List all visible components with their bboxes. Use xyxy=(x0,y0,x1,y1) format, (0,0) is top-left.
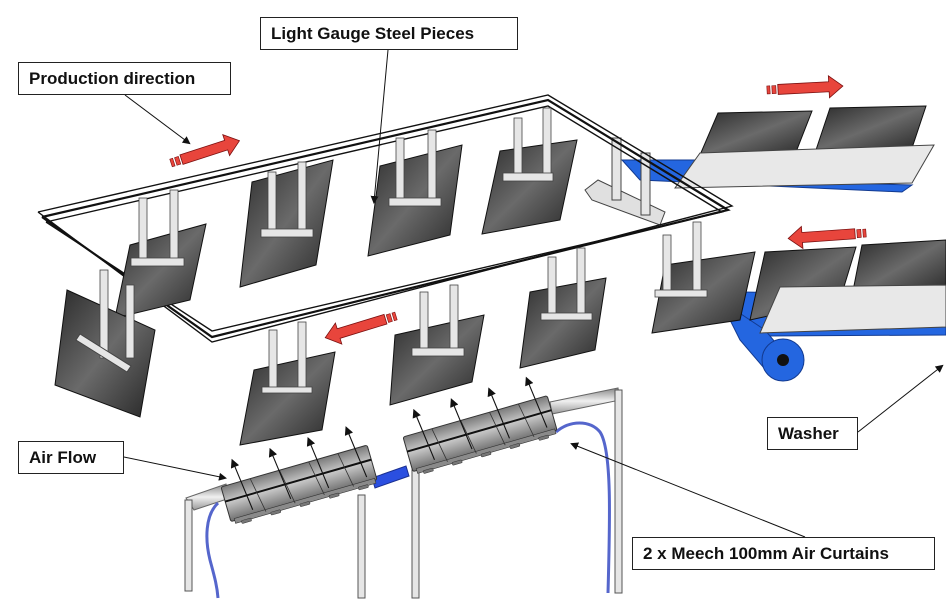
direction-arrow xyxy=(324,311,398,345)
hanger-rod xyxy=(662,234,672,296)
hanger-rod xyxy=(419,291,429,355)
hanger-rod xyxy=(99,269,109,359)
washer xyxy=(584,105,946,382)
direction-arrow xyxy=(787,225,867,250)
air-curtain-unit xyxy=(220,426,378,524)
leader-production xyxy=(124,94,191,145)
hanger-rod xyxy=(513,117,523,180)
hanger-bar xyxy=(654,289,708,298)
hanger-bar xyxy=(388,197,442,207)
washer-panel xyxy=(851,239,946,297)
upper-conveyor xyxy=(620,105,935,193)
airflow-arrow xyxy=(525,376,548,428)
steel-piece xyxy=(519,247,607,369)
airflow-arrow xyxy=(344,426,368,478)
hanger-rod xyxy=(692,221,702,296)
hanger-rod xyxy=(169,189,179,265)
frame-leg xyxy=(184,499,193,592)
hanger-rod xyxy=(576,247,586,319)
label-air-curtains: 2 x Meech 100mm Air Curtains xyxy=(632,537,935,570)
label-text: Light Gauge Steel Pieces xyxy=(271,23,475,43)
label-washer: Washer xyxy=(767,417,858,450)
airflow-arrow xyxy=(268,447,292,500)
label-text: 2 x Meech 100mm Air Curtains xyxy=(643,543,889,563)
lower-conveyor xyxy=(718,239,946,382)
leader-steel xyxy=(370,49,389,204)
airflow-arrow xyxy=(487,387,510,439)
hanger-bar xyxy=(411,347,465,357)
label-production-direction: Production direction xyxy=(18,62,231,95)
direction-arrow xyxy=(766,74,844,99)
leader-washer xyxy=(857,364,944,433)
steel-piece xyxy=(389,284,485,406)
steel-piece xyxy=(114,189,207,319)
washer-panel xyxy=(815,105,927,151)
label-light-gauge-steel-pieces: Light Gauge Steel Pieces xyxy=(260,17,518,50)
airflow-arrow xyxy=(230,458,254,510)
label-text: Air Flow xyxy=(29,447,97,467)
air-hose xyxy=(205,501,220,599)
hanger-bar xyxy=(260,228,314,238)
hanger-rod xyxy=(449,284,459,355)
hanger-bar xyxy=(130,257,185,267)
hanger-rod xyxy=(297,321,307,393)
direction-arrow xyxy=(169,133,241,168)
frame-leg xyxy=(614,389,623,594)
hanger-rod xyxy=(547,256,557,319)
hanger-rod xyxy=(427,129,437,205)
steel-piece xyxy=(481,107,578,235)
leader-airflow xyxy=(123,456,227,481)
leader-lines xyxy=(123,49,944,538)
air-hose xyxy=(555,421,612,594)
hanger-bar xyxy=(261,386,313,394)
airflow-arrow xyxy=(450,398,473,450)
steel-piece xyxy=(239,321,336,446)
hanger-rod xyxy=(395,137,405,205)
frame-leg xyxy=(411,469,420,599)
label-text: Production direction xyxy=(29,68,196,88)
hanger-rod xyxy=(542,107,552,180)
steel-piece xyxy=(239,159,334,288)
hanger-rod xyxy=(138,197,148,265)
steel-piece xyxy=(367,129,463,257)
hanger-rod xyxy=(297,161,307,236)
air-curtain-unit xyxy=(402,376,558,474)
air-curtain-assembly xyxy=(184,376,623,599)
label-air-flow: Air Flow xyxy=(18,441,124,474)
hanger-bar xyxy=(502,172,554,182)
leader-curtains xyxy=(570,442,806,538)
airflow-arrow xyxy=(412,408,436,461)
hanging-panels xyxy=(54,107,756,446)
hanger-bar xyxy=(75,333,132,373)
hanger-bar xyxy=(540,312,593,321)
hanger-rod xyxy=(125,284,135,359)
steel-piece xyxy=(651,221,756,334)
hanger-rod xyxy=(268,329,278,393)
hanger-rod xyxy=(267,171,277,236)
frame-leg xyxy=(357,494,366,599)
washer-panel xyxy=(699,110,813,156)
steel-piece xyxy=(54,269,156,418)
airflow-arrow xyxy=(306,437,330,489)
blue-connector xyxy=(371,465,410,489)
frame-pipe xyxy=(549,387,621,415)
direction-arrows xyxy=(169,74,867,345)
label-text: Washer xyxy=(778,423,839,443)
